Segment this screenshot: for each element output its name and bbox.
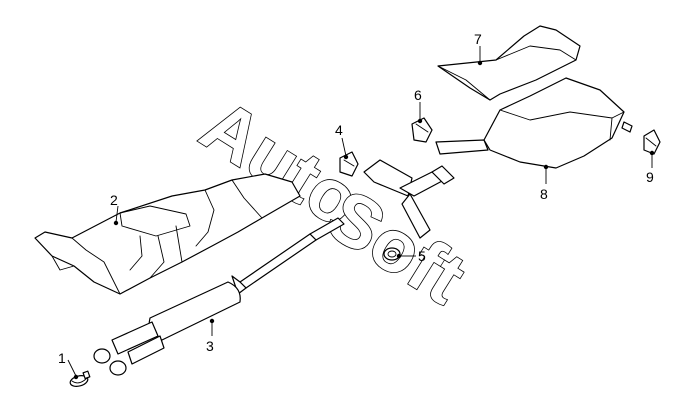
callout-label-3: 3 bbox=[206, 338, 214, 354]
callout-5: 5 bbox=[396, 248, 426, 264]
callout-label-2: 2 bbox=[110, 192, 118, 208]
part-clamp bbox=[69, 370, 91, 387]
callout-label-4: 4 bbox=[335, 122, 343, 138]
callout-label-9: 9 bbox=[646, 169, 654, 185]
part-rear-silencer bbox=[435, 77, 633, 169]
callout-label-1: 1 bbox=[58, 350, 66, 366]
callout-label-6: 6 bbox=[414, 87, 422, 103]
callout-4: 4 bbox=[335, 122, 349, 160]
part-center-muffler bbox=[363, 159, 455, 239]
callout-label-8: 8 bbox=[540, 186, 548, 202]
callout-label-7: 7 bbox=[474, 31, 482, 47]
callout-1: 1 bbox=[58, 350, 79, 380]
part-front-heat-shield bbox=[34, 173, 301, 295]
callout-2: 2 bbox=[110, 192, 119, 226]
part-rear-heat-shield bbox=[437, 25, 581, 101]
callout-7: 7 bbox=[474, 31, 483, 66]
callout-9: 9 bbox=[646, 150, 655, 185]
callout-6: 6 bbox=[414, 87, 423, 124]
part-mount-9 bbox=[643, 129, 661, 155]
part-mount-6 bbox=[411, 117, 433, 143]
part-rear-muffler bbox=[93, 217, 345, 376]
callout-3: 3 bbox=[206, 318, 215, 354]
part-gasket bbox=[383, 247, 401, 261]
callout-label-5: 5 bbox=[418, 248, 426, 264]
callout-8: 8 bbox=[540, 164, 549, 202]
